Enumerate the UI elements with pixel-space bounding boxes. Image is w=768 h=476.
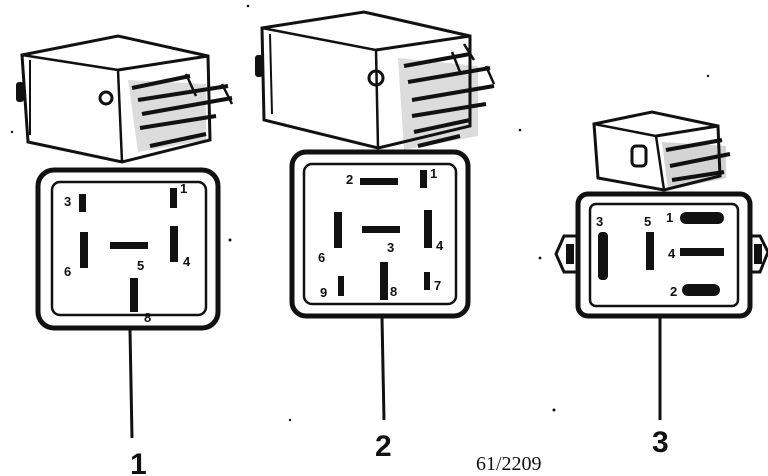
relay-1-pin-label: 5 <box>137 258 144 273</box>
relay-3-callout-number: 3 <box>652 426 669 459</box>
relay-1-pin-label: 6 <box>64 264 71 279</box>
relay-2-pin-label: 1 <box>430 166 437 181</box>
relay-2-pin-label: 2 <box>346 172 353 187</box>
relay-1-callout-number: 1 <box>130 448 147 476</box>
relay-1-terminal-6 <box>80 232 88 268</box>
relay-1: 3 1 6 5 4 8 1 <box>16 34 234 476</box>
relay-1-pin-label: 1 <box>180 181 187 196</box>
relay-1-pin-label: 4 <box>183 254 191 269</box>
relay-3: 3 5 1 4 2 3 <box>554 110 768 459</box>
relay-2-terminal-6 <box>334 212 342 248</box>
relay-2-face-plate: 2 1 6 3 4 9 8 7 <box>289 149 471 319</box>
relay-2-terminal-1 <box>420 170 427 188</box>
relay-1-terminal-5 <box>110 242 148 249</box>
relay-3-body-illustration <box>592 110 731 192</box>
relay-1-face-plate: 3 1 6 5 4 8 <box>35 167 221 331</box>
relay-2-pin-label: 9 <box>320 285 327 300</box>
relay-2-body-illustration <box>255 10 496 150</box>
relay-2-terminal-4 <box>424 210 432 248</box>
relay-2-pin-label: 7 <box>434 278 441 293</box>
relay-1-pin-label: 8 <box>144 310 151 325</box>
relay-3-pin-label: 5 <box>644 214 651 229</box>
relay-3-pin-label: 4 <box>668 246 676 261</box>
relay-2-pin-label: 4 <box>436 238 444 253</box>
relay-2-terminal-8 <box>380 262 388 300</box>
relay-2-pin-label: 3 <box>387 240 394 255</box>
relay-3-pin-label: 1 <box>666 210 673 225</box>
relay-1-terminal-4 <box>170 226 178 262</box>
relay-1-leader-line <box>128 329 134 439</box>
relay-2-pin-label: 6 <box>318 250 325 265</box>
figure-code: 61/2209 <box>476 453 542 475</box>
relay-2-leader-line <box>380 317 386 421</box>
relay-1-body-illustration <box>16 34 234 164</box>
relay-3-pin-label: 3 <box>596 214 603 229</box>
relay-3-terminal-1 <box>680 212 724 224</box>
relay-3-terminal-3 <box>598 232 608 280</box>
relay-1-terminal-3 <box>79 194 86 212</box>
relay-1-terminal-8 <box>130 278 138 312</box>
relay-2-callout-number: 2 <box>375 430 392 463</box>
relay-3-terminal-4 <box>680 248 724 256</box>
relay-3-terminal-2 <box>682 284 720 296</box>
relay-3-pin-label: 2 <box>670 284 677 299</box>
relay-3-face-plate: 3 5 1 4 2 <box>554 191 768 319</box>
scan-noise <box>10 4 710 422</box>
relay-2-terminal-2 <box>360 178 398 185</box>
relay-2: 2 1 6 3 4 9 8 7 2 <box>255 10 496 463</box>
relay-1-pin-label: 3 <box>64 194 71 209</box>
relay-3-terminal-5 <box>646 232 654 270</box>
relay-2-terminal-7 <box>424 272 430 290</box>
relay-2-pin-label: 8 <box>390 284 397 299</box>
relay-2-terminal-9 <box>338 276 344 296</box>
relay-1-terminal-1 <box>170 188 177 208</box>
relay-2-terminal-3 <box>362 226 400 233</box>
